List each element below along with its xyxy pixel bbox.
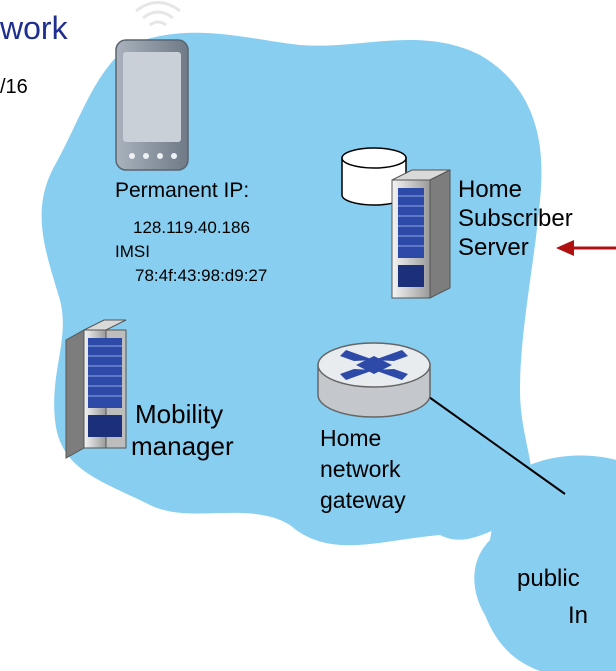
imsi-value: 78:4f:43:98:d9:27 — [135, 266, 268, 285]
hss-label-line3: Server — [458, 234, 529, 261]
router-icon — [317, 342, 431, 418]
page-title-fragment: work — [0, 10, 68, 46]
gateway-label-line1: Home — [320, 425, 382, 451]
permanent-ip-label: Permanent IP: — [115, 179, 250, 202]
smartphone-icon — [115, 39, 189, 171]
internet-label-line2: In — [568, 602, 589, 629]
internet-label-line1: public — [517, 565, 580, 592]
wireless-icon — [135, 1, 181, 27]
database-icon — [341, 147, 407, 206]
mobility-manager-line2: manager — [131, 431, 234, 461]
permanent-ip-value: 128.119.40.186 — [133, 218, 250, 237]
gateway-label-line2: network — [320, 456, 401, 482]
gateway-label-line3: gateway — [320, 487, 406, 513]
mobility-server-icon — [65, 319, 127, 459]
hss-label-line2: Subscriber — [458, 205, 573, 232]
internet-cloud — [474, 455, 616, 671]
imsi-label: IMSI — [115, 242, 150, 261]
subnet-fragment: /16 — [0, 76, 28, 98]
hss-label-line1: Home — [458, 176, 523, 203]
gateway-internet-link — [421, 391, 566, 495]
hss-server-icon — [391, 169, 451, 299]
hss-link-arrow — [556, 240, 616, 256]
mobility-manager-line1: Mobility — [135, 399, 224, 429]
